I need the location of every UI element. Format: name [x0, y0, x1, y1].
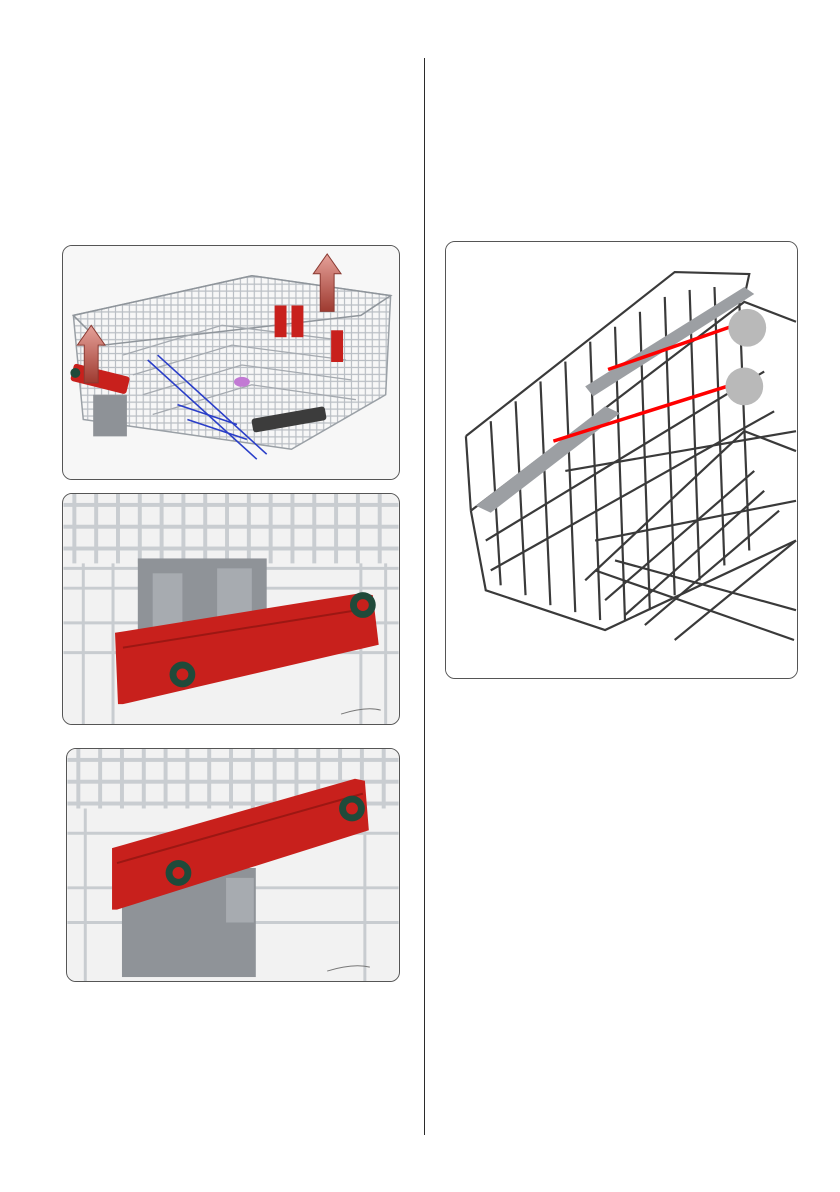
callout-marker — [728, 309, 766, 347]
rack-adjuster-upper-figure — [66, 748, 400, 982]
upper-basket-overview-figure — [62, 245, 400, 480]
rack-adjuster-lower-illustration — [63, 494, 399, 724]
column-divider — [424, 58, 425, 1135]
basket-rails-illustration — [446, 242, 797, 678]
rack-adjuster-upper-illustration — [67, 749, 399, 981]
rack-adjuster-lower-figure — [62, 493, 400, 725]
basket-rails-callout-figure — [445, 241, 798, 679]
callout-marker — [725, 368, 763, 406]
upper-basket-illustration — [63, 246, 399, 479]
